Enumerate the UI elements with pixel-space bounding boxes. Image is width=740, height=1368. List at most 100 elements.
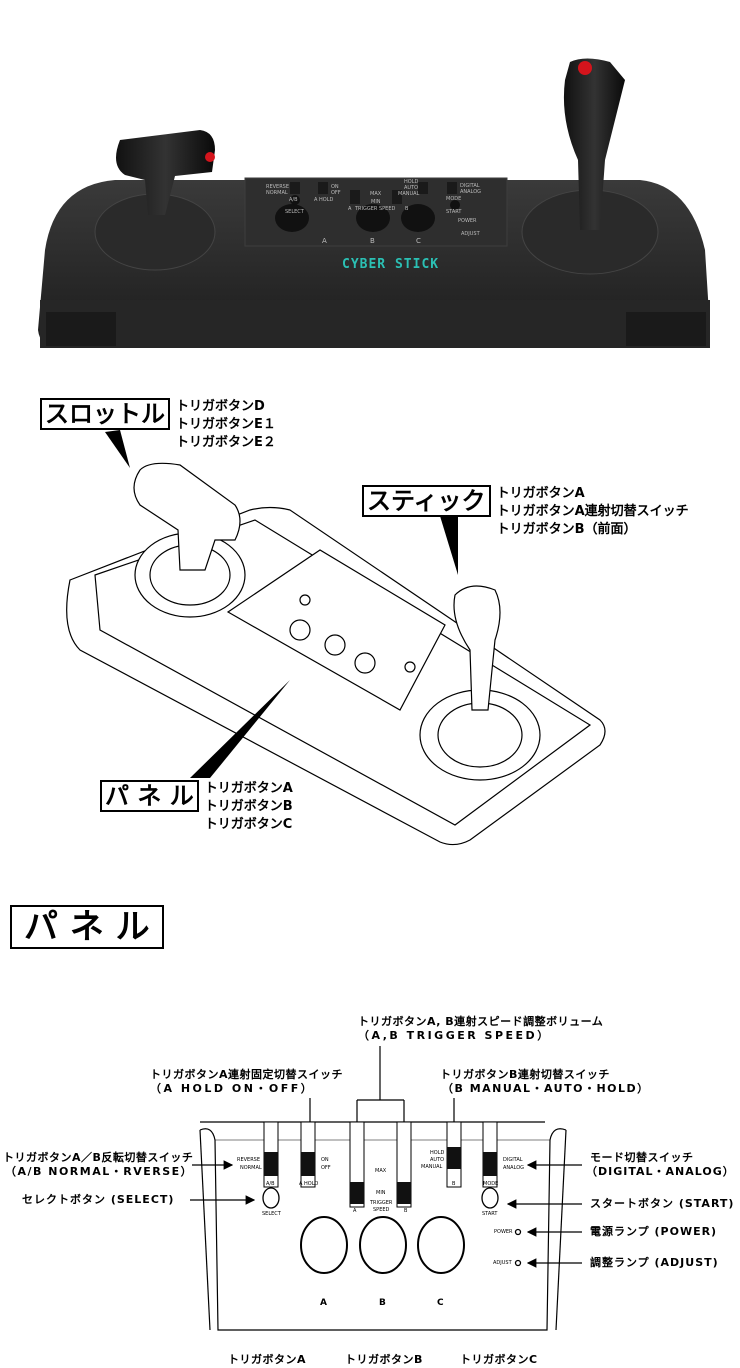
photo-button-a-label: A [322,237,327,245]
mode-label: モード切替スイッチ [590,1151,694,1164]
mode-label-en: （DIGITAL・ANALOG） [586,1165,735,1178]
throttle-grip [116,130,215,215]
switch-label-ahold: A HOLD [299,1181,319,1187]
switch-label-off: OFF [321,1165,331,1171]
b-switch-label-en: （B MANUAL・AUTO・HOLD） [442,1082,650,1095]
photo-label-reverse: REVERSE [266,184,290,190]
power-label: 電源ランプ (POWER) [590,1225,718,1238]
start-button-label: START [482,1211,498,1217]
photo-label-manual: MANUAL [398,191,420,197]
callout-throttle-item: トリガボタンE２ [176,435,276,450]
callout-stick-item: トリガボタンB（前面） [496,522,637,537]
callout-stick-title: スティック [362,485,491,517]
stick-grip [563,58,625,230]
speed-volume-label: トリガボタンA, B連射スピード調整ボリューム [358,1015,604,1028]
photo-label-ahold: A HOLD [314,197,334,203]
controller-line-drawing [66,430,606,846]
line-drawing [0,380,740,850]
power-lamp [514,1228,522,1236]
callout-throttle-item: トリガボタンE１ [176,417,276,432]
stick-pointer [440,515,458,575]
photo-label-ab: A/B [289,197,298,203]
bottom-label-c: トリガボタンC [460,1353,538,1366]
controller-photo-drawing [38,58,710,348]
adjust-label: 調整ランプ (ADJUST) [590,1256,719,1269]
switch-label-auto: AUTO [430,1157,445,1163]
a-hold-label: トリガボタンA連射固定切替スイッチ [150,1068,344,1081]
callout-stick-item: トリガボタンA連射切替スイッチ [496,504,689,519]
switch-label-trigger: TRIGGER [370,1200,393,1206]
switch-label-reverse: REVERSE [237,1157,261,1163]
switch-label-digital: DIGITAL [503,1157,523,1163]
callout-throttle-title: スロットル [40,398,170,430]
callout-panel-item: トリガボタンB [204,799,293,814]
a-hold-label-en: （A HOLD ON・OFF） [150,1082,315,1095]
switch-label-manual: MANUAL [421,1164,443,1170]
photo-label-auto: AUTO [404,185,419,191]
switch-label-a: A [353,1208,357,1214]
photo-button-c-label: C [416,237,421,245]
switch-label-min: MIN [376,1190,386,1196]
photo-label-min: MIN [371,199,381,205]
switch-label-analog: ANALOG [503,1165,524,1171]
ab-reverse-label: トリガボタンA／B反転切替スイッチ [3,1151,194,1164]
callout-throttle-item: トリガボタンD [176,399,265,414]
switch-label-speed: SPEED [373,1207,390,1213]
throttle-trigger [205,152,215,162]
stick-trigger [578,61,592,75]
photo-label-digital: DIGITAL [460,183,480,189]
photo-label-b: B [405,206,409,212]
switch-label-mode: MODE [483,1181,499,1187]
adjust-lamp [514,1259,522,1267]
photo-label-select: SELECT [285,209,304,215]
speed-volume-label-en: （A,B TRIGGER SPEED） [358,1029,551,1042]
photo-label-mode: MODE [446,196,462,202]
button-b-label: B [379,1298,387,1308]
photo-button-b-label: B [370,237,375,245]
b-switch-label: トリガボタンB連射切替スイッチ [440,1068,610,1081]
photo-label-normal: NORMAL [266,190,288,196]
callout-panel-list: トリガボタンA トリガボタンB トリガボタンC [205,780,293,834]
start-button [481,1187,499,1209]
callout-panel-title: パ ネ ル [100,780,199,812]
panel-area [226,549,446,711]
photo-label-a: A [348,206,352,212]
throttle-handle [133,462,241,571]
photo-label-on: ON [331,184,339,190]
button-c-label: C [437,1298,445,1308]
callout-panel-item: トリガボタンC [204,817,293,832]
bottom-label-b: トリガボタンB [345,1353,423,1366]
start-label: スタートボタン (START) [590,1197,735,1210]
photo-label-off: OFF [331,190,341,196]
switch-label-ab: A/B [266,1181,275,1187]
button-c [417,1216,465,1274]
select-button-label: SELECT [262,1211,281,1217]
switch-label-max: MAX [375,1168,387,1174]
bottom-label-a: トリガボタンA [228,1353,307,1366]
callout-stick-list: トリガボタンA トリガボタンA連射切替スイッチ トリガボタンB（前面） [497,485,689,539]
select-button [262,1187,280,1209]
panel-pointer [190,680,290,778]
callout-stick: スティック トリガボタンA トリガボタンA連射切替スイッチ トリガボタンB（前面… [362,485,689,539]
button-a-label: A [320,1298,328,1308]
button-a [300,1216,348,1274]
adjust-lamp-label: ADJUST [493,1260,512,1266]
photo-label-adjust: ADJUST [461,231,480,237]
section-title: パ ネ ル [10,905,164,949]
photo-label-analog: ANALOG [460,189,481,195]
photo-label-max: MAX [370,191,382,197]
switch-label-b: B [404,1208,408,1214]
cyber-stick-logo: CYBER STICK [342,257,440,272]
callout-panel-item: トリガボタンA [204,781,293,796]
photo-label-hold: HOLD [404,179,419,185]
throttle-pointer [105,430,130,468]
switch-label-on: ON [321,1157,329,1163]
callout-stick-item: トリガボタンA [496,486,585,501]
power-lamp-label: POWER [494,1229,513,1235]
photo-label-start: START [446,209,462,215]
callout-throttle: スロットル トリガボタンD トリガボタンE１ トリガボタンE２ [40,398,276,452]
switch-label-bsw: B [452,1181,456,1187]
select-label: セレクトボタン (SELECT) [22,1193,175,1206]
callout-throttle-list: トリガボタンD トリガボタンE１ トリガボタンE２ [176,398,276,452]
switch-label-normal: NORMAL [240,1165,262,1171]
